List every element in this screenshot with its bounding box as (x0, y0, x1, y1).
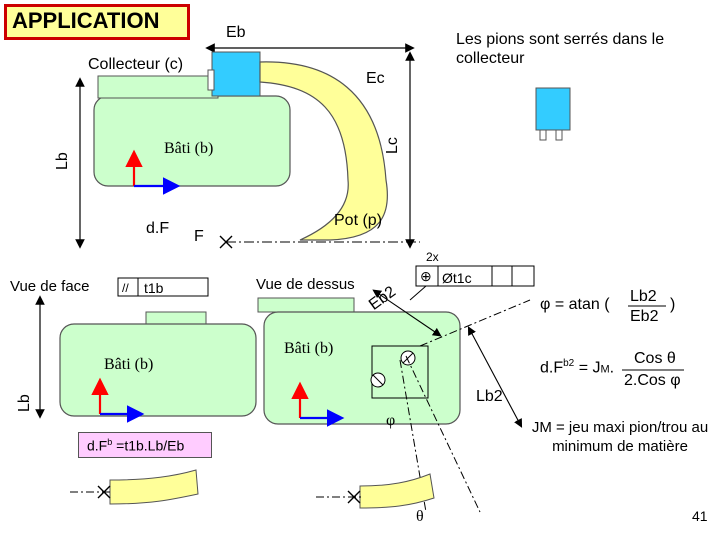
page-title: APPLICATION (12, 8, 160, 33)
phi-eq-lhs: φ = atan ( (540, 296, 610, 313)
phi-label: φ (386, 412, 396, 429)
eb-label: Eb (226, 24, 246, 41)
phi-eq-num: Lb2 (630, 288, 657, 305)
collecteur-block (211, 51, 261, 97)
collecteur-pin (207, 69, 215, 91)
vue-dessus-label: Vue de dessus (256, 276, 355, 293)
formula-front-rest: =t1b.Lb/Eb (112, 437, 185, 454)
page-number: 41 (692, 508, 708, 524)
bati-dessus-label: Bâti (b) (284, 340, 334, 357)
phi-eq-close: ) (670, 296, 676, 313)
pos-tolerance-frame (415, 265, 535, 287)
df-eq-lhs: d.Fb2 = JM. (540, 358, 614, 377)
theta-label: θ (416, 508, 424, 525)
df-eq-mid: = J (574, 359, 601, 377)
force-cross (219, 235, 233, 249)
formula-front-sup: b (107, 437, 113, 447)
front-lb-label: Lb (16, 394, 33, 412)
df-eq-dot: . (609, 359, 615, 377)
lb-label: Lb (54, 152, 71, 170)
formula-front: d.Fb =t1b.Lb/Eb (78, 432, 212, 458)
bati-top-flange (97, 75, 219, 99)
df-eq-den: 2.Cos φ (624, 372, 681, 389)
pion-square (371, 345, 429, 399)
vue-face-label: Vue de face (10, 278, 90, 295)
position-symbol: ⊕ (420, 268, 432, 284)
df-eq-main: d.F (540, 359, 564, 377)
pion-hole-1-mark (402, 352, 414, 364)
cyan-box-pin-2 (555, 129, 563, 141)
position-value: Øt1c (442, 270, 472, 286)
collecteur-label: Collecteur (c) (88, 56, 184, 73)
lb2-label: Lb2 (476, 388, 503, 405)
dashed-line-3 (405, 355, 481, 513)
par-tolerance-frame (117, 277, 209, 297)
bati-dessus-flange (257, 297, 355, 313)
bati-front-label: Bâti (b) (104, 356, 154, 373)
pot-front-piece (109, 469, 199, 505)
lb2-dimension (467, 326, 523, 428)
jm-note: JM = jeu maxi pion/trou au minimum de ma… (531, 419, 709, 455)
pot-dessus-piece (359, 473, 435, 509)
title-box (4, 4, 190, 40)
df-eq-sup: b2 (563, 358, 575, 369)
df-eq-num: Cos θ (634, 350, 676, 367)
dessus-cross (347, 490, 361, 504)
pions-note: Les pions sont serrés dans le collecteur (456, 31, 665, 67)
parallelism-symbol: // (122, 281, 129, 295)
parallelism-value: t1b (144, 280, 164, 296)
cyan-box-pin-1 (539, 129, 547, 141)
df-label: d.F (146, 220, 170, 237)
pion-hole-2-mark (372, 374, 384, 386)
dashed-line-1 (419, 299, 531, 347)
ec-label: Ec (366, 70, 385, 87)
phi-eq-den: Eb2 (630, 308, 659, 325)
pos-frame-leader (409, 285, 427, 301)
front-cross (97, 485, 111, 499)
cyan-box-right (535, 87, 571, 131)
count-2x-label: 2x (426, 250, 439, 264)
bati-dessus-body (263, 311, 461, 425)
lc-label: Lc (384, 137, 401, 154)
bati-top-label: Bâti (b) (164, 140, 214, 157)
formula-front-main: d.F (87, 437, 108, 454)
df-eq-sub: M (600, 363, 610, 376)
bati-front-body (59, 323, 257, 417)
eb2-dimension (372, 289, 442, 337)
pot-curve (259, 61, 388, 241)
f-label: F (194, 228, 204, 245)
pot-label: Pot (p) (334, 212, 383, 229)
